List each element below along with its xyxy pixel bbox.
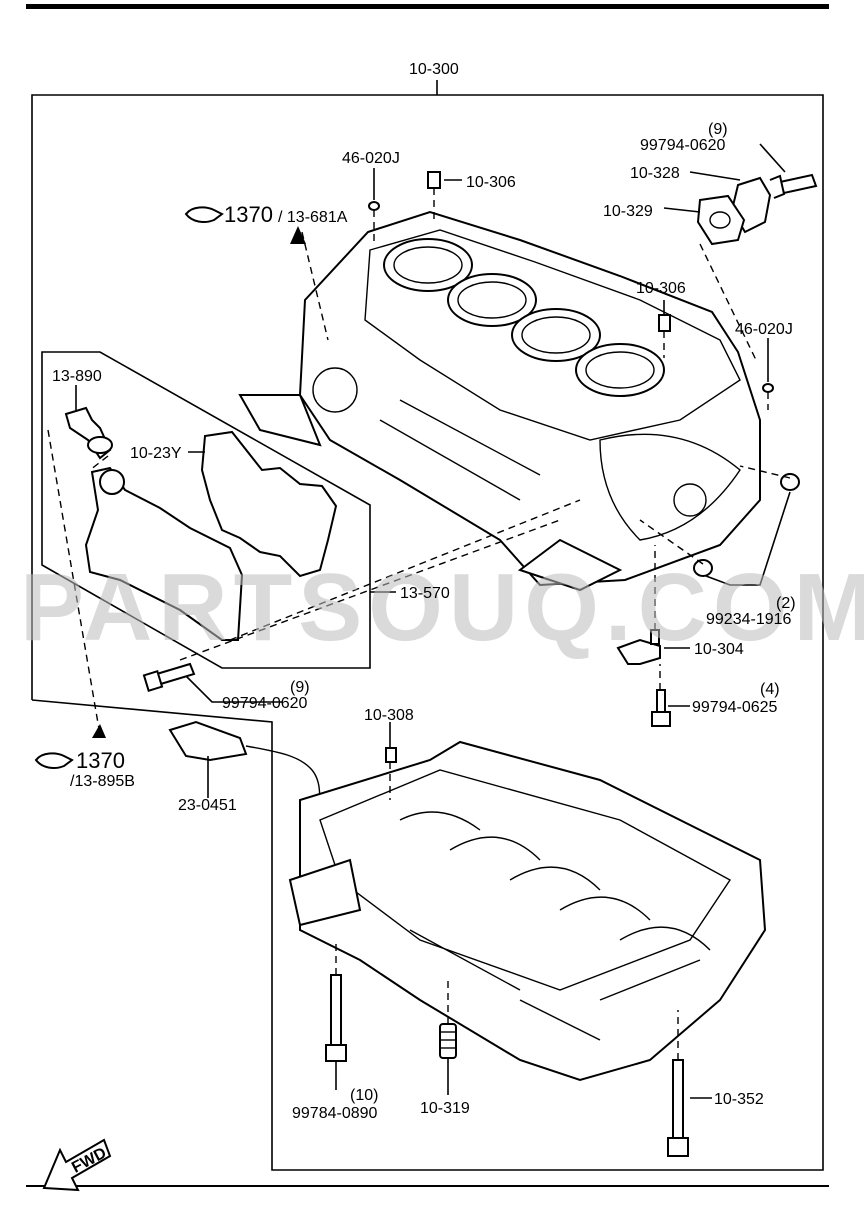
cover-parts <box>696 173 818 246</box>
label-sensor: 23-0451 <box>178 797 237 814</box>
label-stud: 10-319 <box>420 1100 470 1117</box>
label-bolt-top: 99794-0620 <box>640 137 726 154</box>
dowel-b <box>762 383 774 393</box>
pin-lower <box>385 747 397 763</box>
oil-separator-gasket <box>200 430 338 578</box>
plug-2 <box>693 559 713 577</box>
assembly-frame <box>31 94 824 1171</box>
bolt-long <box>325 974 347 1062</box>
reference-hand-icon-2 <box>34 752 74 769</box>
label-plug: 99234-1916 <box>706 611 792 628</box>
label-gasket-cover: 10-329 <box>603 203 653 220</box>
label-ref-895b: /13-895B <box>70 773 135 790</box>
leader-lines <box>75 143 791 1099</box>
label-bolt-jet: 99794-0625 <box>692 699 778 716</box>
label-bolt-352: 10-352 <box>714 1091 764 1108</box>
label-pin-top: 10-306 <box>466 174 516 191</box>
top-rule <box>26 4 829 9</box>
reference-hand-icon <box>184 206 224 223</box>
bolt-352 <box>667 1059 689 1157</box>
label-bolt-top-qty: (9) <box>708 121 728 138</box>
label-gasket-oil: 10-23Y <box>130 445 182 462</box>
upper-cylinder-block <box>238 210 761 592</box>
bolt-separator <box>142 662 196 692</box>
label-bolt-sep-qty: (9) <box>290 679 310 696</box>
label-dowel-b: 46-020J <box>735 321 793 338</box>
pin-top <box>427 171 441 189</box>
label-separator: 13-570 <box>400 585 450 602</box>
label-dowel-a: 46-020J <box>342 150 400 167</box>
label-pcv: 13-890 <box>52 368 102 385</box>
label-assy: 10-300 <box>409 61 459 78</box>
label-jet: 10-304 <box>694 641 744 658</box>
assembly-lines <box>47 188 791 1060</box>
plug-1 <box>780 473 800 491</box>
oil-jet <box>616 638 661 665</box>
label-ref-1370b: 1370 <box>76 748 125 773</box>
dowel-a <box>368 201 380 211</box>
label-bolt-jet-qty: (4) <box>760 681 780 698</box>
label-plug-qty: (2) <box>776 595 796 612</box>
arrow-down-icon <box>92 724 106 738</box>
label-bolt-long: 99784-0890 <box>292 1105 378 1122</box>
watermark: PARTSOUQ.COM <box>20 554 864 661</box>
label-bolt-sep: 99794-0620 <box>222 695 308 712</box>
fwd-arrow-icon: FWD <box>42 1138 112 1192</box>
pin-mid <box>658 314 671 332</box>
label-cover: 10-328 <box>630 165 680 182</box>
label-pin-lower: 10-308 <box>364 707 414 724</box>
label-pin-mid: 10-306 <box>636 280 686 297</box>
lower-block-bedplate <box>288 740 767 1082</box>
bolt-jet <box>651 689 671 727</box>
stud <box>439 1023 457 1059</box>
separator-frame <box>41 351 371 669</box>
oil-separator <box>84 466 244 641</box>
pcv-valve <box>64 406 113 460</box>
separator-port <box>99 469 125 495</box>
label-ref-681a: / 13-681A <box>278 209 348 226</box>
arrow-up-icon <box>290 226 306 244</box>
label-bolt-long-qty: (10) <box>350 1087 378 1104</box>
label-ref-1370: 1370 <box>224 202 273 227</box>
